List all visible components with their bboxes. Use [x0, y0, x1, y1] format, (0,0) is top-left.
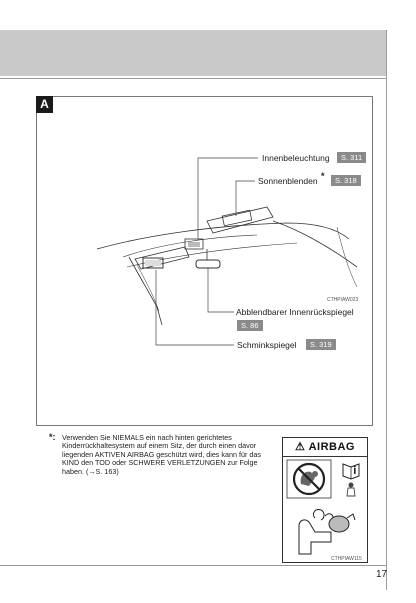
callout-interior-lights-label: Innenbeleuchtung: [262, 153, 330, 163]
a-pillar: [128, 256, 163, 326]
sun-visors-star: *: [321, 171, 325, 181]
callout-sun-visors-label: Sonnenblenden: [258, 176, 318, 186]
airbag-warning-label: ⚠ AIRBAG CTHP: [282, 437, 368, 563]
page-number: 17: [376, 569, 388, 580]
right-margin-line: [386, 30, 387, 590]
figure-frame: [36, 96, 373, 426]
callout-vanity-mirrors-ref[interactable]: S. 319: [306, 339, 336, 350]
figure-letter: A: [36, 96, 53, 113]
callout-mirror-ref[interactable]: S. 86: [237, 320, 263, 331]
manual-info-icon: [342, 463, 360, 480]
airbag-pictograms: [286, 459, 360, 555]
leader-rearview-mirror: [207, 268, 234, 313]
leader-sun-visors: [235, 180, 255, 216]
airbag-title: ⚠ AIRBAG: [283, 438, 367, 457]
airbag-title-text: AIRBAG: [308, 441, 355, 453]
header-divider: [0, 78, 386, 79]
overhead-console: [184, 238, 204, 250]
footnote-text: Verwenden Sie NIEMALS ein nach hinten ge…: [62, 433, 261, 476]
small-airbag-icon: [346, 482, 356, 497]
no-child-seat-icon: [286, 459, 332, 499]
footnote-star: *:: [49, 432, 56, 442]
roof-line: [96, 222, 350, 250]
footer-divider: [0, 565, 386, 566]
leader-vanity-mirrors: [155, 270, 234, 346]
sun-visor-right: [206, 206, 274, 234]
seat-airbag-icon: [298, 509, 356, 555]
callout-vanity-mirrors-label: Schminkspiegel: [237, 340, 297, 350]
header-band: [0, 30, 386, 76]
warning-triangle-icon: ⚠: [295, 441, 306, 453]
callout-mirror-label: Abblendbarer Innenrückspiegel: [236, 307, 354, 317]
leader-interior-lights: [197, 157, 258, 240]
airbag-image-code: CTHPIAW115: [331, 556, 362, 562]
sun-visor-left: [134, 246, 190, 270]
callout-sun-visors-ref[interactable]: S. 318: [331, 175, 361, 186]
vanity-mirror: [142, 257, 164, 269]
figure-image-code: CTHPIAW023: [327, 297, 359, 303]
callout-interior-lights-ref[interactable]: S. 311: [337, 152, 367, 163]
